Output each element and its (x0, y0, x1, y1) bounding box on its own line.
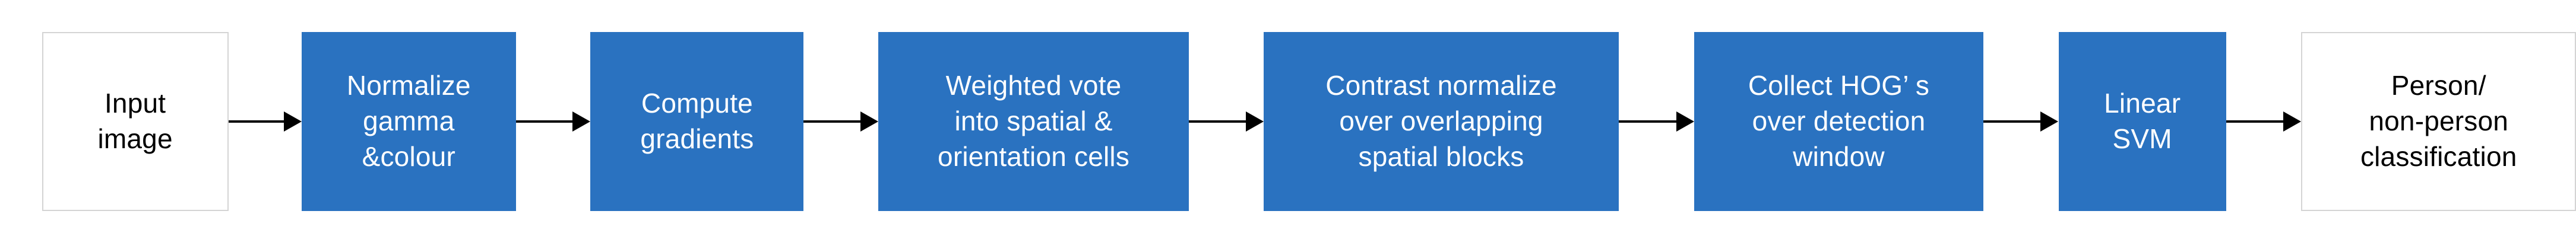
node-label-collect-hogs: Collect HOG’ s over detection window (1748, 70, 1930, 172)
node-label-contrast-normalize: Contrast normalize over overlapping spat… (1325, 70, 1557, 172)
arrowhead-icon (860, 111, 878, 132)
arrowhead-icon (2040, 111, 2059, 132)
arrowhead-icon (1676, 111, 1695, 132)
arrow-shaft (1983, 120, 2041, 123)
arrowhead-icon (572, 111, 591, 132)
node-label-normalize-gamma-colour: Normalize gamma &colour (346, 70, 471, 172)
node-label-input-image: Input image (97, 88, 173, 154)
node-weighted-vote: Weighted vote into spatial & orientation… (878, 32, 1189, 211)
node-compute-gradients: Compute gradients (590, 32, 804, 211)
node-input-image: Input image (42, 32, 229, 211)
arrowhead-icon (1245, 111, 1264, 132)
node-label-compute-gradients: Compute gradients (640, 88, 754, 154)
node-linear-svm: Linear SVM (2058, 32, 2226, 211)
arrow-shaft (516, 120, 573, 123)
node-label-weighted-vote: Weighted vote into spatial & orientation… (938, 70, 1130, 172)
arrow-shaft (1619, 120, 1677, 123)
arrow-shaft (1189, 120, 1246, 123)
node-label-person-classification: Person/ non-person classification (2360, 70, 2517, 172)
node-collect-hogs: Collect HOG’ s over detection window (1694, 32, 1983, 211)
node-person-classification: Person/ non-person classification (2301, 32, 2576, 211)
arrow-shaft (228, 120, 284, 123)
arrow-shaft (803, 120, 860, 123)
node-contrast-normalize: Contrast normalize over overlapping spat… (1263, 32, 1619, 211)
arrowhead-icon (2283, 111, 2302, 132)
node-label-linear-svm: Linear SVM (2104, 88, 2181, 154)
arrowhead-icon (283, 111, 302, 132)
node-normalize-gamma-colour: Normalize gamma &colour (301, 32, 517, 211)
arrow-shaft (2226, 120, 2284, 123)
